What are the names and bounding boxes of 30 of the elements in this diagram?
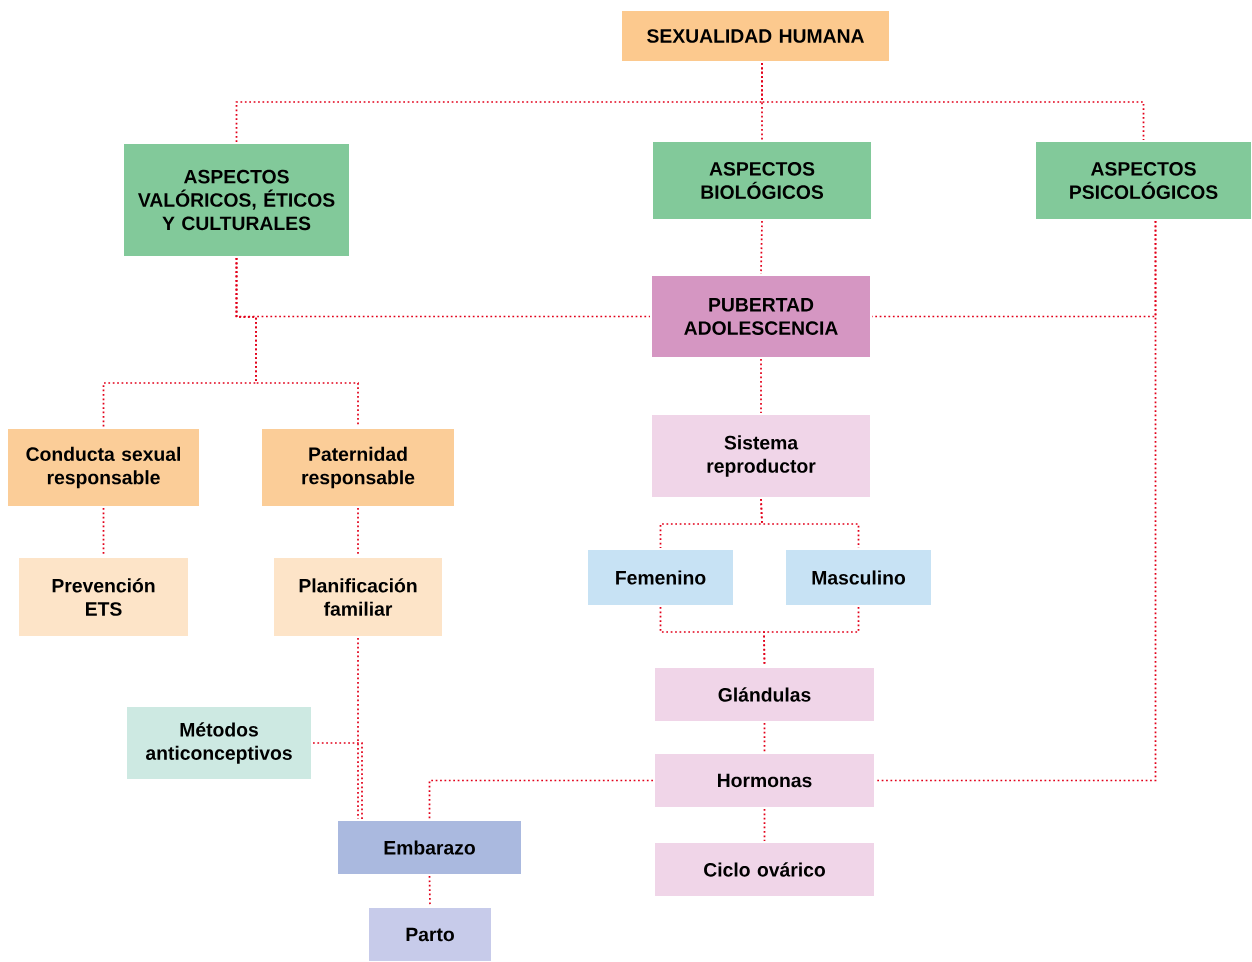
subtopic-box: Prevención ETS — [17, 556, 190, 638]
connector-line — [312, 742, 363, 820]
topic-box: Hormonas — [653, 752, 876, 809]
topic-box: Embarazo — [336, 819, 523, 876]
title-box: SEXUALIDAD HUMANA — [620, 9, 891, 63]
subtopic-box: Femenino — [586, 548, 735, 607]
subtopic-box: Planificación familiar — [272, 556, 444, 638]
category-box: ASPECTOS PSICOLÓGICOS — [1034, 140, 1252, 221]
topic-box: Sistema reproductor — [650, 413, 872, 499]
connector-line — [760, 358, 762, 414]
topic-box: Paternidad responsable — [260, 427, 456, 508]
stage-box: PUBERTAD ADOLESCENCIA — [650, 274, 872, 359]
subtopic-box: Masculino — [784, 548, 933, 607]
connector-line — [763, 808, 766, 842]
connector-line — [875, 220, 1157, 782]
topic-box: Glándulas — [653, 666, 876, 723]
connector-line — [102, 507, 105, 557]
category-box: ASPECTOS BIOLÓGICOS — [651, 140, 873, 221]
connector-line — [763, 606, 860, 667]
connector-line — [428, 779, 654, 820]
connector-line — [763, 722, 766, 753]
topic-box: Ciclo ovárico — [653, 841, 876, 898]
subtopic-box: Métodos anticonceptivos — [125, 705, 313, 781]
topic-box: Conducta sexual responsable — [6, 427, 201, 508]
connector-line — [428, 875, 431, 907]
category-box: ASPECTOS VALÓRICOS, ÉTICOS Y CULTURALES — [122, 142, 351, 258]
connector-line — [357, 507, 359, 557]
topic-box: Parto — [367, 906, 493, 962]
connector-line — [357, 637, 359, 820]
connector-line — [761, 62, 1145, 141]
